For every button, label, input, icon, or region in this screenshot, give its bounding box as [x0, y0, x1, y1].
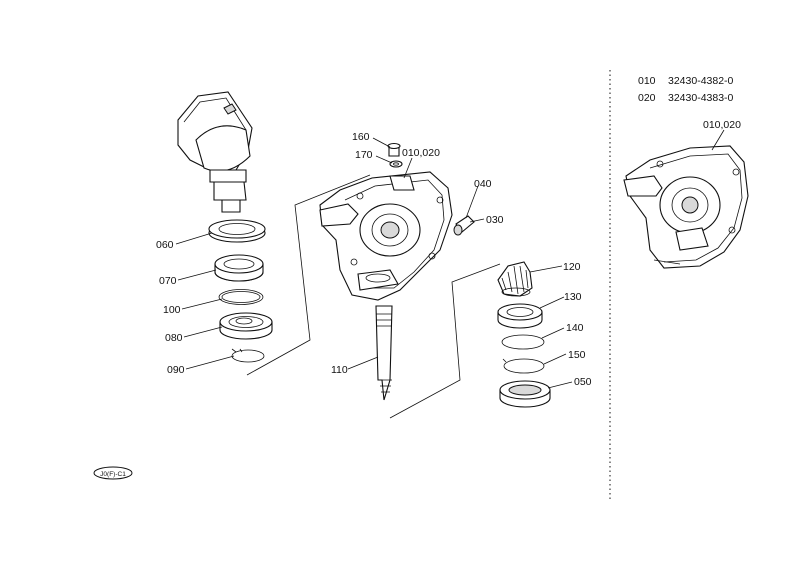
bearing-130-drawing	[497, 303, 543, 329]
parts-list-ref-1: 010	[638, 75, 656, 87]
bearing-080-drawing	[219, 312, 273, 340]
bearing-060-drawing	[208, 219, 266, 243]
parts-list: 010 32430-4382-0 020 32430-4383-0	[638, 75, 734, 104]
figure-code-text: J0(F)-C1	[100, 471, 126, 478]
callout-130: 130	[564, 291, 582, 303]
callout-050: 050	[574, 376, 592, 388]
cover-housing-drawing	[177, 91, 253, 213]
callout-160: 160	[352, 131, 370, 143]
breather-drawing	[453, 215, 475, 236]
callout-010-020-side: 010,020	[703, 119, 741, 131]
bearing-070-drawing	[214, 254, 264, 282]
callout-110: 110	[331, 364, 348, 376]
callout-100: 100	[163, 304, 181, 316]
leader-lines	[175, 129, 725, 389]
callout-140: 140	[566, 322, 584, 334]
callout-070: 070	[159, 275, 177, 287]
callout-080: 080	[165, 332, 183, 344]
callout-060: 060	[156, 239, 174, 251]
callout-010-020-main: 010,020	[402, 147, 440, 159]
snap-ring-150-drawing	[502, 358, 545, 374]
callout-150: 150	[568, 349, 586, 361]
snap-ring-100-drawing	[218, 289, 264, 305]
snap-ring-140-drawing	[501, 334, 545, 350]
shaft-110-drawing	[375, 305, 393, 401]
washer-170-drawing	[389, 160, 403, 168]
parts-list-ref-2: 020	[638, 92, 656, 104]
callout-170: 170	[355, 149, 373, 161]
callout-090: 090	[167, 364, 185, 376]
snap-ring-090-drawing	[231, 348, 265, 363]
callout-030: 030	[486, 214, 504, 226]
oil-seal-050-drawing	[499, 380, 551, 408]
parts-list-number-1: 32430-4382-0	[668, 75, 734, 87]
parts-list-number-2: 32430-4383-0	[668, 92, 734, 104]
figure-code-badge: J0(F)-C1	[93, 466, 133, 480]
gear-case-drawing	[319, 171, 453, 301]
callout-120: 120	[563, 261, 581, 273]
callout-040: 040	[474, 178, 492, 190]
plug-160-drawing	[387, 142, 401, 157]
callout-labels: 060 070 100 080 090 160 170 010,020 040 …	[156, 119, 741, 388]
gear-case-side-drawing	[623, 145, 749, 269]
bevel-gear-120-drawing	[497, 261, 533, 297]
